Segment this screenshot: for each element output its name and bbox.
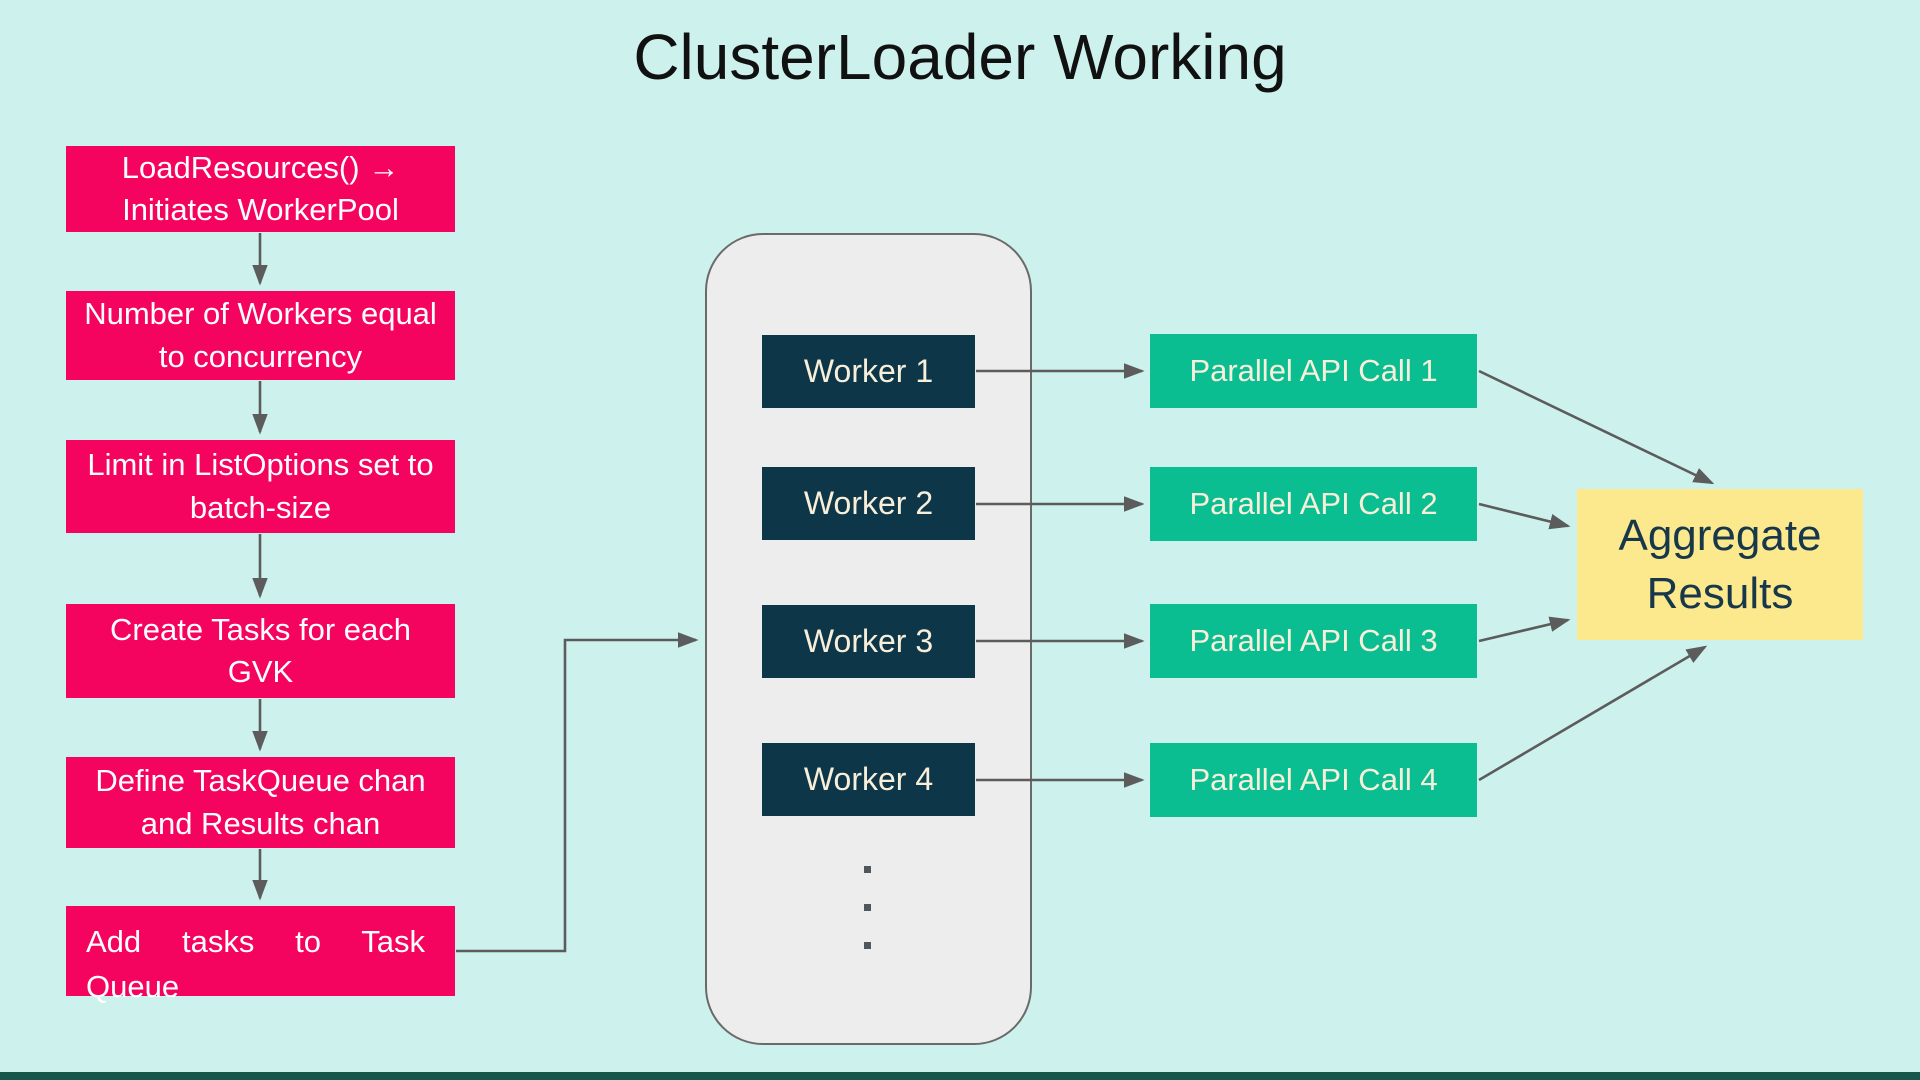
api-call-2-box: Parallel API Call 2	[1150, 467, 1477, 541]
arrow-apicall2-aggregate	[1478, 502, 1571, 530]
worker-label: Worker 4	[803, 761, 934, 797]
api-call-label: Parallel API Call 1	[1189, 353, 1438, 388]
worker-label: Worker 2	[803, 485, 934, 521]
arrow-apicall4-aggregate	[1478, 645, 1708, 782]
worker-1-box: Worker 1	[762, 335, 975, 408]
flow-step-create-tasks: Create Tasks for each GVK	[66, 604, 455, 698]
ellipsis-dot	[864, 866, 871, 873]
flow-step-label: Create Tasks for each GVK	[110, 611, 411, 689]
worker-label: Worker 1	[803, 353, 934, 389]
api-call-label: Parallel API Call 2	[1189, 486, 1438, 521]
ellipsis-dot	[864, 942, 871, 949]
diagram-title: ClusterLoader Working	[633, 21, 1287, 93]
flow-step-define-channels: Define TaskQueue chan and Results chan	[66, 757, 455, 848]
worker-3-box: Worker 3	[762, 605, 975, 678]
arrow-apicall3-aggregate	[1478, 616, 1571, 643]
flow-step-label: LoadResources() → Initiates WorkerPool	[121, 149, 400, 227]
arrow-task-queue-to-pool	[456, 632, 699, 953]
flow-step-label: Number of Workers equal to concurrency	[84, 296, 437, 374]
flow-step-label: Add tasks to Task Queue	[86, 924, 425, 1004]
flow-step-load-resources: LoadResources() → Initiates WorkerPool	[66, 146, 455, 232]
flow-step-limit-listoptions: Limit in ListOptions set to batch-size	[66, 440, 455, 533]
flow-step-add-tasks: Add tasks to Task Queue	[66, 906, 455, 1004]
arrow-apicall1-aggregate	[1478, 369, 1715, 485]
bottom-accent-bar	[0, 1072, 1920, 1080]
flow-step-number-of-workers: Number of Workers equal to concurrency	[66, 291, 455, 380]
api-call-label: Parallel API Call 4	[1189, 762, 1438, 797]
flow-step-label: Define TaskQueue chan and Results chan	[95, 763, 426, 841]
aggregate-results-label: Aggregate Results	[1618, 511, 1822, 618]
ellipsis-dot	[864, 904, 871, 911]
aggregate-results-box: Aggregate Results	[1577, 489, 1863, 640]
worker-2-box: Worker 2	[762, 467, 975, 540]
api-call-1-box: Parallel API Call 1	[1150, 334, 1477, 408]
api-call-label: Parallel API Call 3	[1189, 623, 1438, 658]
flow-step-label: Limit in ListOptions set to batch-size	[87, 447, 434, 525]
api-call-4-box: Parallel API Call 4	[1150, 743, 1477, 817]
api-call-3-box: Parallel API Call 3	[1150, 604, 1477, 678]
worker-label: Worker 3	[803, 623, 934, 659]
worker-4-box: Worker 4	[762, 743, 975, 816]
